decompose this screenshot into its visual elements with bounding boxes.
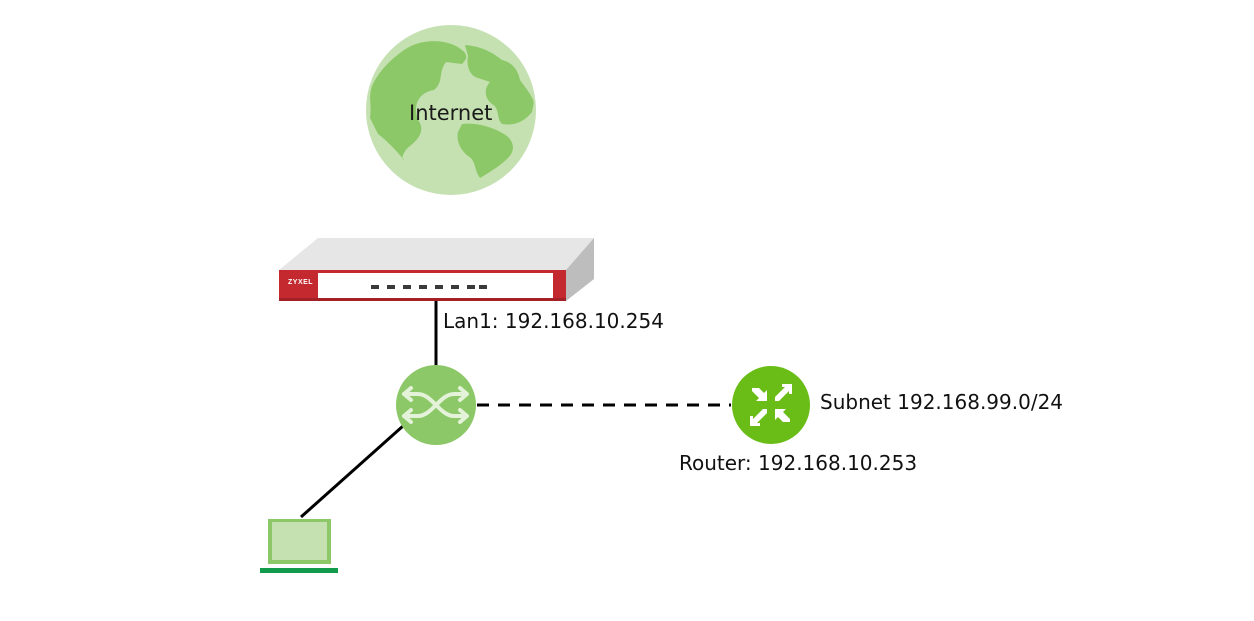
router-address-label: Router: 192.168.10.253 <box>679 451 918 475</box>
router-icon <box>732 366 810 444</box>
globe-icon <box>366 25 536 195</box>
internet-label: Internet <box>409 101 493 125</box>
lan1-address-label: Lan1: 192.168.10.254 <box>443 309 664 333</box>
port-row <box>371 285 487 289</box>
link-switch-laptop <box>300 424 404 519</box>
subnet-label: Subnet 192.168.99.0/24 <box>820 390 1064 414</box>
firewall-appliance-icon: ZYXEL <box>279 238 594 301</box>
switch-icon <box>396 365 476 445</box>
brand-logo: ZYXEL <box>288 279 313 286</box>
laptop-icon <box>260 519 338 573</box>
